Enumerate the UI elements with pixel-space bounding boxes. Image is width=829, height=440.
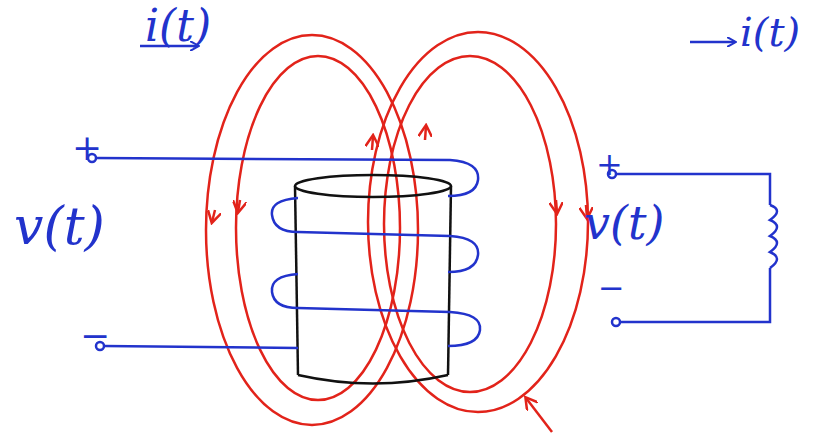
coil-windings xyxy=(88,46,480,350)
voltage-label: v(t) xyxy=(14,200,105,252)
current-label: i(t) xyxy=(145,4,211,48)
current-label: i(t) xyxy=(740,12,800,52)
polarity-sign: − xyxy=(598,272,625,304)
inductor-circuit xyxy=(608,42,777,326)
polarity-sign: + xyxy=(72,130,102,166)
core-cylinder xyxy=(295,175,451,384)
voltage-label: v(t) xyxy=(584,200,664,246)
flux-lines xyxy=(206,32,588,432)
polarity-sign: − xyxy=(80,318,110,354)
polarity-sign: + xyxy=(596,148,623,180)
